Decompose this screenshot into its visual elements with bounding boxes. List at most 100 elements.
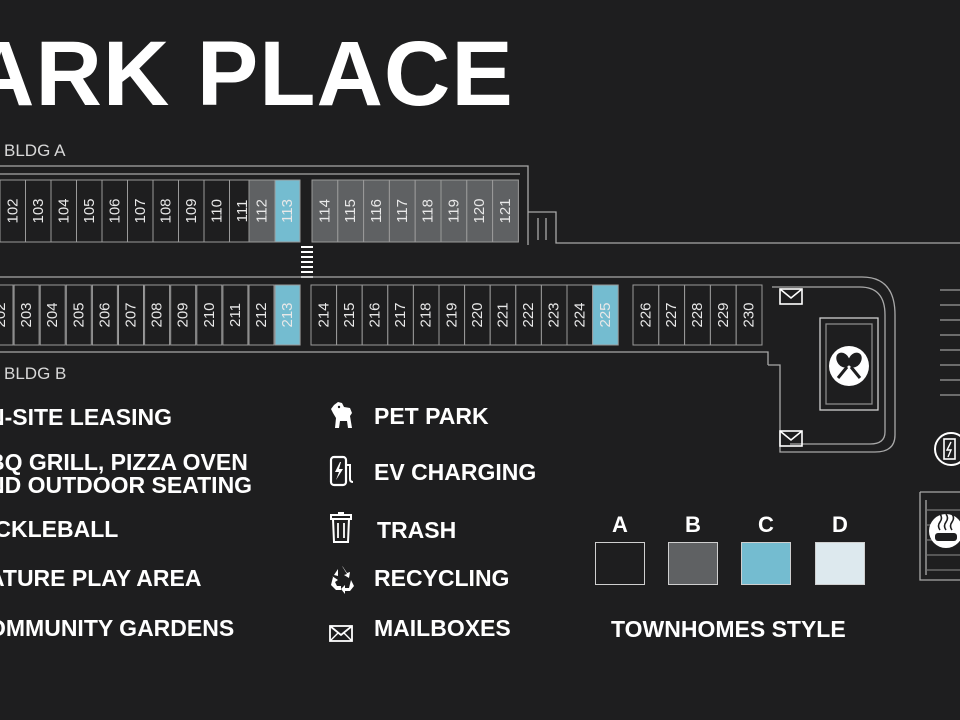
amenity-community-gardens: OMMUNITY GARDENS [0, 615, 235, 641]
unit-118 [414, 179, 442, 243]
unit-218 [412, 284, 440, 346]
unit-label-117: 117 [394, 199, 411, 223]
style-swatch-a [595, 542, 645, 585]
amenity-onsite-leasing: N-SITE LEASING [0, 404, 173, 430]
unit-216 [361, 284, 389, 346]
unit-226 [632, 284, 660, 346]
unit-208 [144, 284, 171, 346]
unit-121 [492, 179, 519, 243]
unit-label-111: 111 [234, 200, 251, 223]
amenity-structure [919, 491, 960, 581]
unit-203 [13, 284, 40, 346]
ev-charger-icon [934, 432, 960, 466]
legend-mailboxes: MAILBOXES [374, 615, 511, 641]
unit-label-108: 108 [157, 198, 174, 223]
unit-label-222: 222 [520, 302, 537, 327]
dog-icon [331, 402, 352, 428]
unit-210 [196, 284, 223, 346]
unit-230 [735, 284, 763, 346]
unit-label-204: 204 [44, 302, 61, 327]
pickleball-court-inner [825, 323, 873, 405]
east-path [528, 211, 960, 244]
unit-206 [91, 284, 118, 346]
unit-label-208: 208 [149, 302, 166, 327]
unit-209 [170, 284, 197, 346]
unit-103 [25, 179, 52, 243]
unit-label-104: 104 [55, 198, 72, 223]
crosswalk [301, 246, 313, 278]
unit-label-227: 227 [663, 302, 680, 327]
unit-label-230: 230 [741, 302, 758, 327]
unit-116 [363, 179, 390, 243]
mail-icon [329, 625, 353, 642]
unit-205 [65, 284, 92, 346]
unit-229 [709, 284, 737, 346]
amenity-bbq-grill: BQ GRILL, PIZZA OVEN [0, 449, 248, 475]
unit-202 [0, 284, 14, 346]
unit-219 [438, 284, 466, 346]
unit-label-118: 118 [420, 199, 437, 223]
mail-icon [779, 430, 803, 447]
unit-214 [310, 284, 338, 346]
pickleball-icon [829, 346, 869, 386]
unit-label-202: 202 [0, 302, 9, 327]
unit-label-206: 206 [96, 302, 113, 327]
unit-label-226: 226 [637, 302, 654, 327]
unit-label-223: 223 [546, 302, 563, 327]
unit-221 [489, 284, 517, 346]
grill-icon [929, 513, 960, 548]
unit-label-211: 211 [227, 303, 244, 327]
legend-ev-charging: EV CHARGING [374, 459, 537, 485]
unit-211 [222, 284, 249, 346]
unit-label-219: 219 [443, 302, 460, 327]
unit-212 [248, 284, 275, 346]
unit-207 [118, 284, 144, 346]
unit-label-106: 106 [106, 198, 123, 223]
unit-label-217: 217 [392, 302, 409, 327]
unit-label-216: 216 [367, 302, 384, 327]
legend-trash: TRASH [377, 517, 457, 543]
building-a-walkway-outline [0, 165, 529, 245]
unit-label-229: 229 [715, 302, 732, 327]
court-path-inner [772, 286, 886, 445]
unit-label-210: 210 [201, 302, 218, 327]
map-title: ARK PLACE [0, 23, 514, 125]
unit-108 [152, 179, 179, 243]
style-letter-c: C [758, 512, 774, 537]
unit-label-115: 115 [342, 199, 359, 223]
unit-label-110: 110 [208, 199, 225, 223]
townhomes-style-caption: TOWNHOMES STYLE [611, 616, 846, 642]
unit-label-225: 225 [597, 302, 614, 327]
unit-label-116: 116 [368, 199, 385, 223]
unit-106 [101, 179, 128, 243]
unit-label-121: 121 [497, 198, 514, 223]
trash-can-icon [330, 512, 352, 543]
unit-label-112: 112 [254, 199, 271, 223]
amenity-pickleball: ICKLEBALL [0, 516, 119, 542]
unit-109 [178, 179, 205, 243]
unit-113 [274, 179, 301, 243]
style-swatch-c [741, 542, 791, 585]
unit-label-119: 119 [445, 199, 462, 223]
legend-pet-park: PET PARK [374, 403, 489, 429]
mail-icon [779, 288, 803, 305]
unit-label-224: 224 [571, 302, 588, 327]
unit-label-218: 218 [418, 302, 435, 327]
unit-label-102: 102 [4, 198, 21, 223]
unit-label-213: 213 [279, 302, 296, 327]
unit-217 [387, 284, 414, 346]
unit-label-113: 113 [279, 199, 296, 223]
unit-222 [515, 284, 542, 346]
unit-213 [274, 284, 301, 346]
unit-label-209: 209 [175, 302, 192, 327]
unit-204 [39, 284, 66, 346]
unit-110 [203, 179, 230, 243]
unit-label-221: 221 [495, 302, 512, 327]
pickleball-court [819, 317, 879, 411]
unit-label-207: 207 [123, 302, 140, 327]
building-b-walkway-inner [0, 351, 769, 365]
building-a-label: BLDG A [4, 141, 66, 160]
unit-117 [388, 179, 416, 243]
unit-215 [336, 284, 363, 346]
